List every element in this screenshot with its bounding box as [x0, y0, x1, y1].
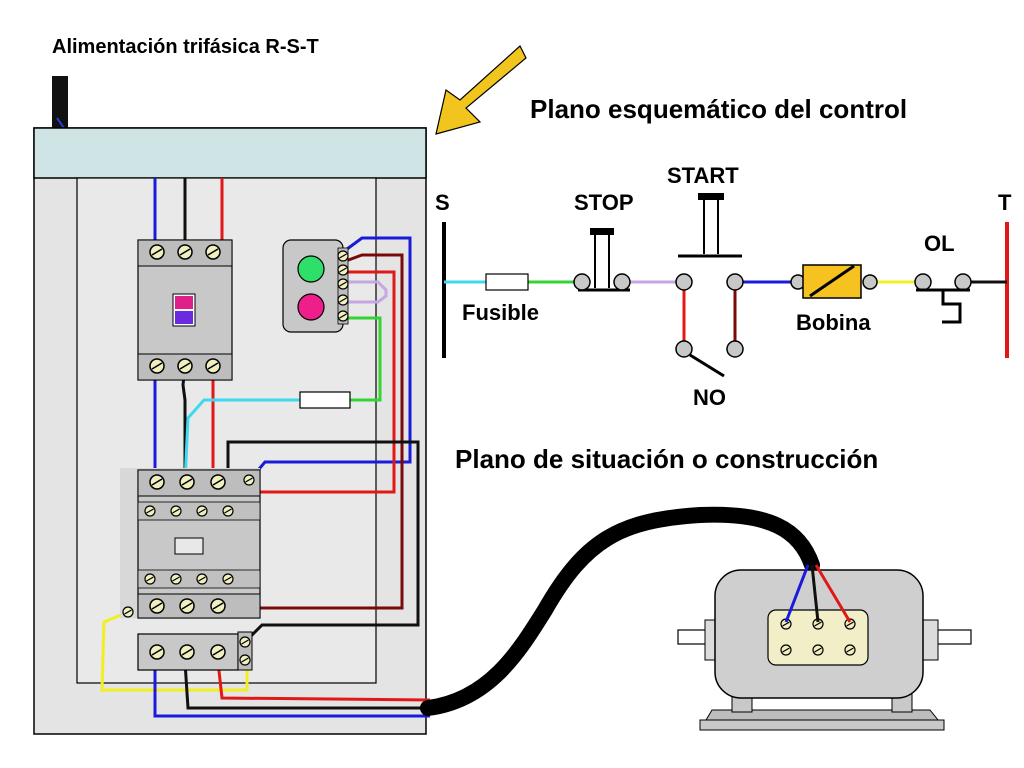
control-schematic	[442, 193, 1009, 378]
contactor-window	[174, 537, 204, 555]
pointer-arrow	[435, 45, 527, 135]
stop-label: STOP	[574, 190, 634, 215]
green-lamp	[297, 255, 325, 283]
coil-symbol	[790, 264, 878, 299]
t-label: T	[998, 190, 1012, 215]
start-button-symbol	[675, 193, 744, 291]
construction-title: Plano de situación o construcción	[455, 444, 878, 474]
motor	[677, 564, 972, 731]
overload-relay	[137, 631, 253, 671]
fuse-label: Fusible	[462, 300, 539, 325]
circuit-breaker	[137, 239, 233, 381]
motor-cable	[420, 506, 820, 716]
cabinet-top-duct	[33, 127, 427, 179]
pilot-lamp-box	[282, 239, 349, 333]
ol-label: OL	[924, 231, 955, 256]
pink-lamp	[297, 293, 325, 321]
cabinet-fuse	[299, 391, 351, 409]
control-cabinet	[33, 76, 431, 735]
no-label: NO	[693, 385, 726, 410]
contactor	[120, 468, 261, 619]
stop-button-symbol	[573, 228, 631, 292]
schematic-fuse	[485, 273, 529, 291]
coil-label: Bobina	[796, 310, 871, 335]
schematic-title: Plano esquemático del control	[530, 94, 907, 124]
ol-contact-symbol	[914, 273, 972, 324]
no-contact-symbol	[675, 340, 744, 378]
supply-label: Alimentación trifásica R-S-T	[52, 36, 319, 58]
s-label: S	[435, 190, 450, 215]
start-label: START	[667, 163, 739, 188]
supply-cable	[52, 76, 68, 128]
